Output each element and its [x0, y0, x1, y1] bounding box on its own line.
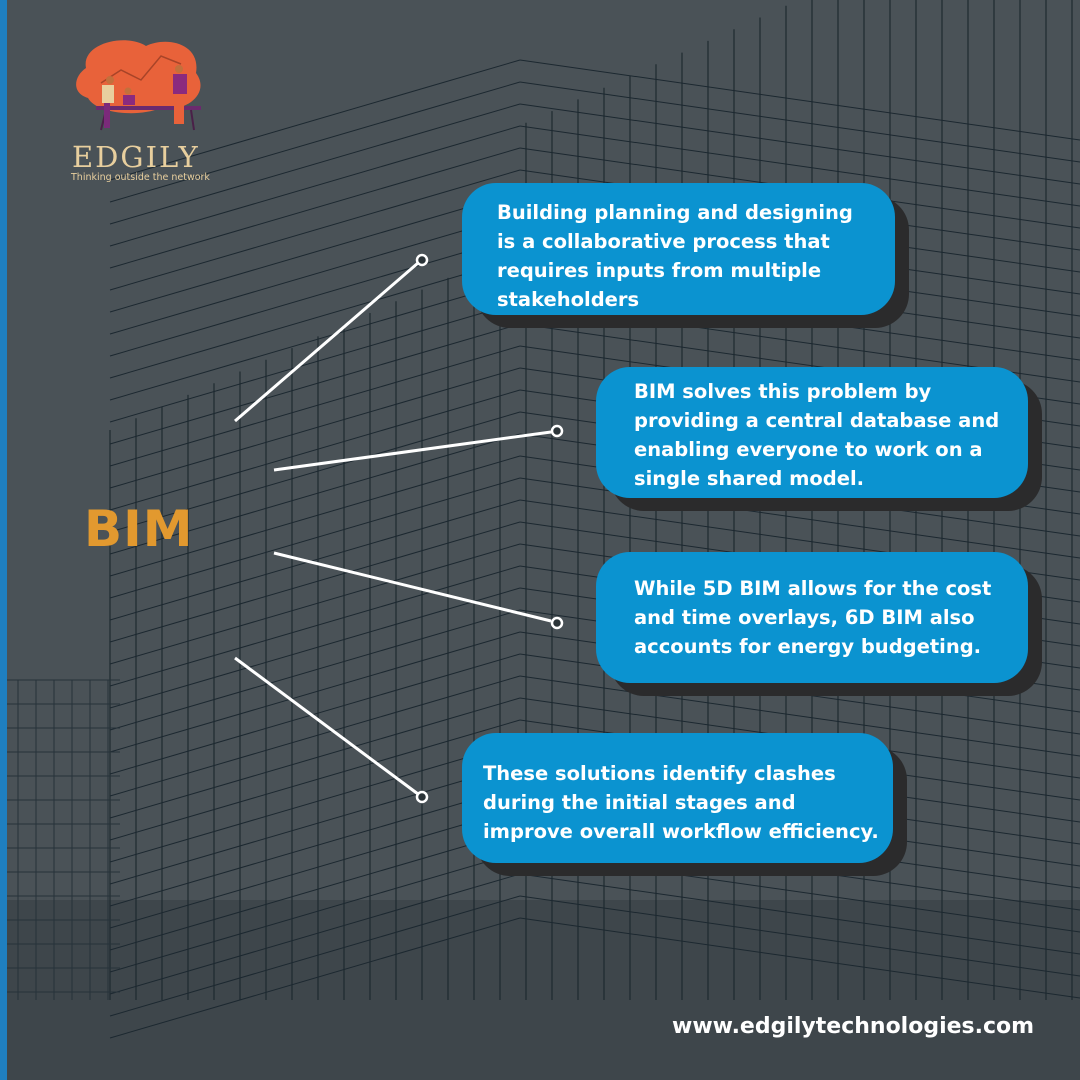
brand-name: EDGILY [72, 140, 200, 174]
info-card-1: Building planning and designing is a col… [462, 183, 909, 328]
info-card-4: These solutions identify clashes during … [462, 733, 907, 876]
brand-tagline: Thinking outside the network [71, 172, 210, 183]
page-title: BIM [84, 500, 194, 558]
left-accent-stripe [0, 0, 7, 1080]
edgily-logo-illustration [76, 40, 201, 131]
info-card-3: While 5D BIM allows for the cost and tim… [596, 552, 1042, 696]
info-card-text: Building planning and designing is a col… [462, 183, 895, 315]
info-card-text: While 5D BIM allows for the cost and tim… [596, 552, 1028, 683]
website-link[interactable]: www.edgilytechnologies.com [672, 1014, 1035, 1039]
info-card-text: These solutions identify clashes during … [462, 733, 893, 863]
info-card-text: BIM solves this problem by providing a c… [596, 367, 1028, 498]
info-card-2: BIM solves this problem by providing a c… [596, 367, 1042, 511]
